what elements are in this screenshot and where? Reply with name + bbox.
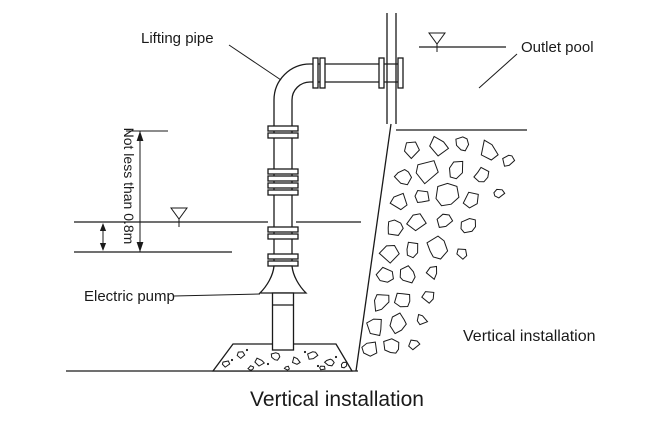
stone <box>389 192 408 211</box>
flange <box>267 175 299 182</box>
stone <box>383 338 400 354</box>
stone <box>366 318 382 337</box>
stone <box>393 292 411 308</box>
flange <box>267 233 299 240</box>
stone <box>319 365 326 371</box>
water-level-icon <box>428 32 446 45</box>
label-electric-pump: Electric pump <box>84 288 175 305</box>
pipe-elbow <box>273 63 311 101</box>
label-lifting-pipe: Lifting pipe <box>141 30 214 47</box>
pump-bell <box>258 265 308 294</box>
stone <box>389 312 407 335</box>
stone <box>455 136 470 152</box>
stone <box>435 182 460 207</box>
stone <box>448 160 464 180</box>
stone <box>403 141 421 160</box>
stone <box>426 235 449 260</box>
label-embankment-note: Vertical installation <box>463 328 596 345</box>
leader-lifting-pipe <box>228 44 282 81</box>
stone <box>502 154 516 167</box>
water-level-icon <box>170 207 188 220</box>
stone <box>236 351 246 360</box>
electric-pump <box>258 265 308 351</box>
stone <box>436 213 454 228</box>
stone <box>270 352 281 361</box>
flange <box>378 57 385 89</box>
stone <box>473 166 490 183</box>
foundation-dots <box>230 348 338 368</box>
arrow-up-icon <box>99 223 107 231</box>
stone <box>414 189 430 204</box>
stone <box>429 135 450 157</box>
stone <box>460 217 477 234</box>
flange <box>267 189 299 196</box>
arrow-down-icon <box>136 242 144 252</box>
embankment-slope-line <box>355 123 392 372</box>
stone <box>425 265 438 281</box>
stone <box>393 169 413 186</box>
flange <box>267 253 299 260</box>
label-depth-note: Not less than 0.8m <box>121 128 137 245</box>
stone <box>493 188 506 199</box>
stone <box>408 339 421 351</box>
leader-lines <box>173 44 518 297</box>
arrow-down-icon <box>99 243 107 251</box>
diagram-caption: Vertical installation <box>250 388 424 411</box>
outlet-pool-wall <box>386 13 397 124</box>
depth-dimension <box>99 130 168 252</box>
embankment-stones <box>361 135 516 357</box>
stone <box>323 358 335 367</box>
label-outlet-pool: Outlet pool <box>521 39 594 56</box>
stone <box>462 191 479 209</box>
flange <box>267 260 299 267</box>
leader-electric-pump <box>173 293 261 297</box>
stone <box>283 365 291 371</box>
pipe-flanges <box>267 57 404 267</box>
sump-water-level <box>74 207 361 253</box>
leader-outlet-pool <box>478 53 518 89</box>
outlet-water-level <box>419 32 506 52</box>
flange <box>267 182 299 189</box>
stone <box>415 160 439 185</box>
stone <box>387 219 404 236</box>
pump-motor-body <box>271 292 295 351</box>
stone <box>306 351 319 360</box>
flange <box>267 168 299 175</box>
stone <box>361 341 378 357</box>
stone <box>421 291 435 304</box>
arrow-up-icon <box>136 131 144 141</box>
pipe-elbow-inner <box>291 81 311 101</box>
stone <box>406 241 419 259</box>
flange <box>312 57 319 89</box>
stone <box>373 294 390 312</box>
stone <box>416 313 429 326</box>
stone <box>291 356 301 365</box>
stone <box>480 139 499 161</box>
flange <box>267 226 299 233</box>
foundation-stones <box>221 351 348 371</box>
stone <box>378 244 400 264</box>
stone <box>340 361 348 369</box>
stone <box>399 265 416 284</box>
flange <box>397 57 404 89</box>
flange <box>319 57 326 89</box>
stone <box>221 360 231 368</box>
stone <box>254 357 266 367</box>
stone <box>456 248 468 260</box>
flange <box>267 125 299 132</box>
stone <box>247 365 255 371</box>
flange <box>267 132 299 139</box>
stone <box>406 213 427 232</box>
stone <box>375 266 394 283</box>
